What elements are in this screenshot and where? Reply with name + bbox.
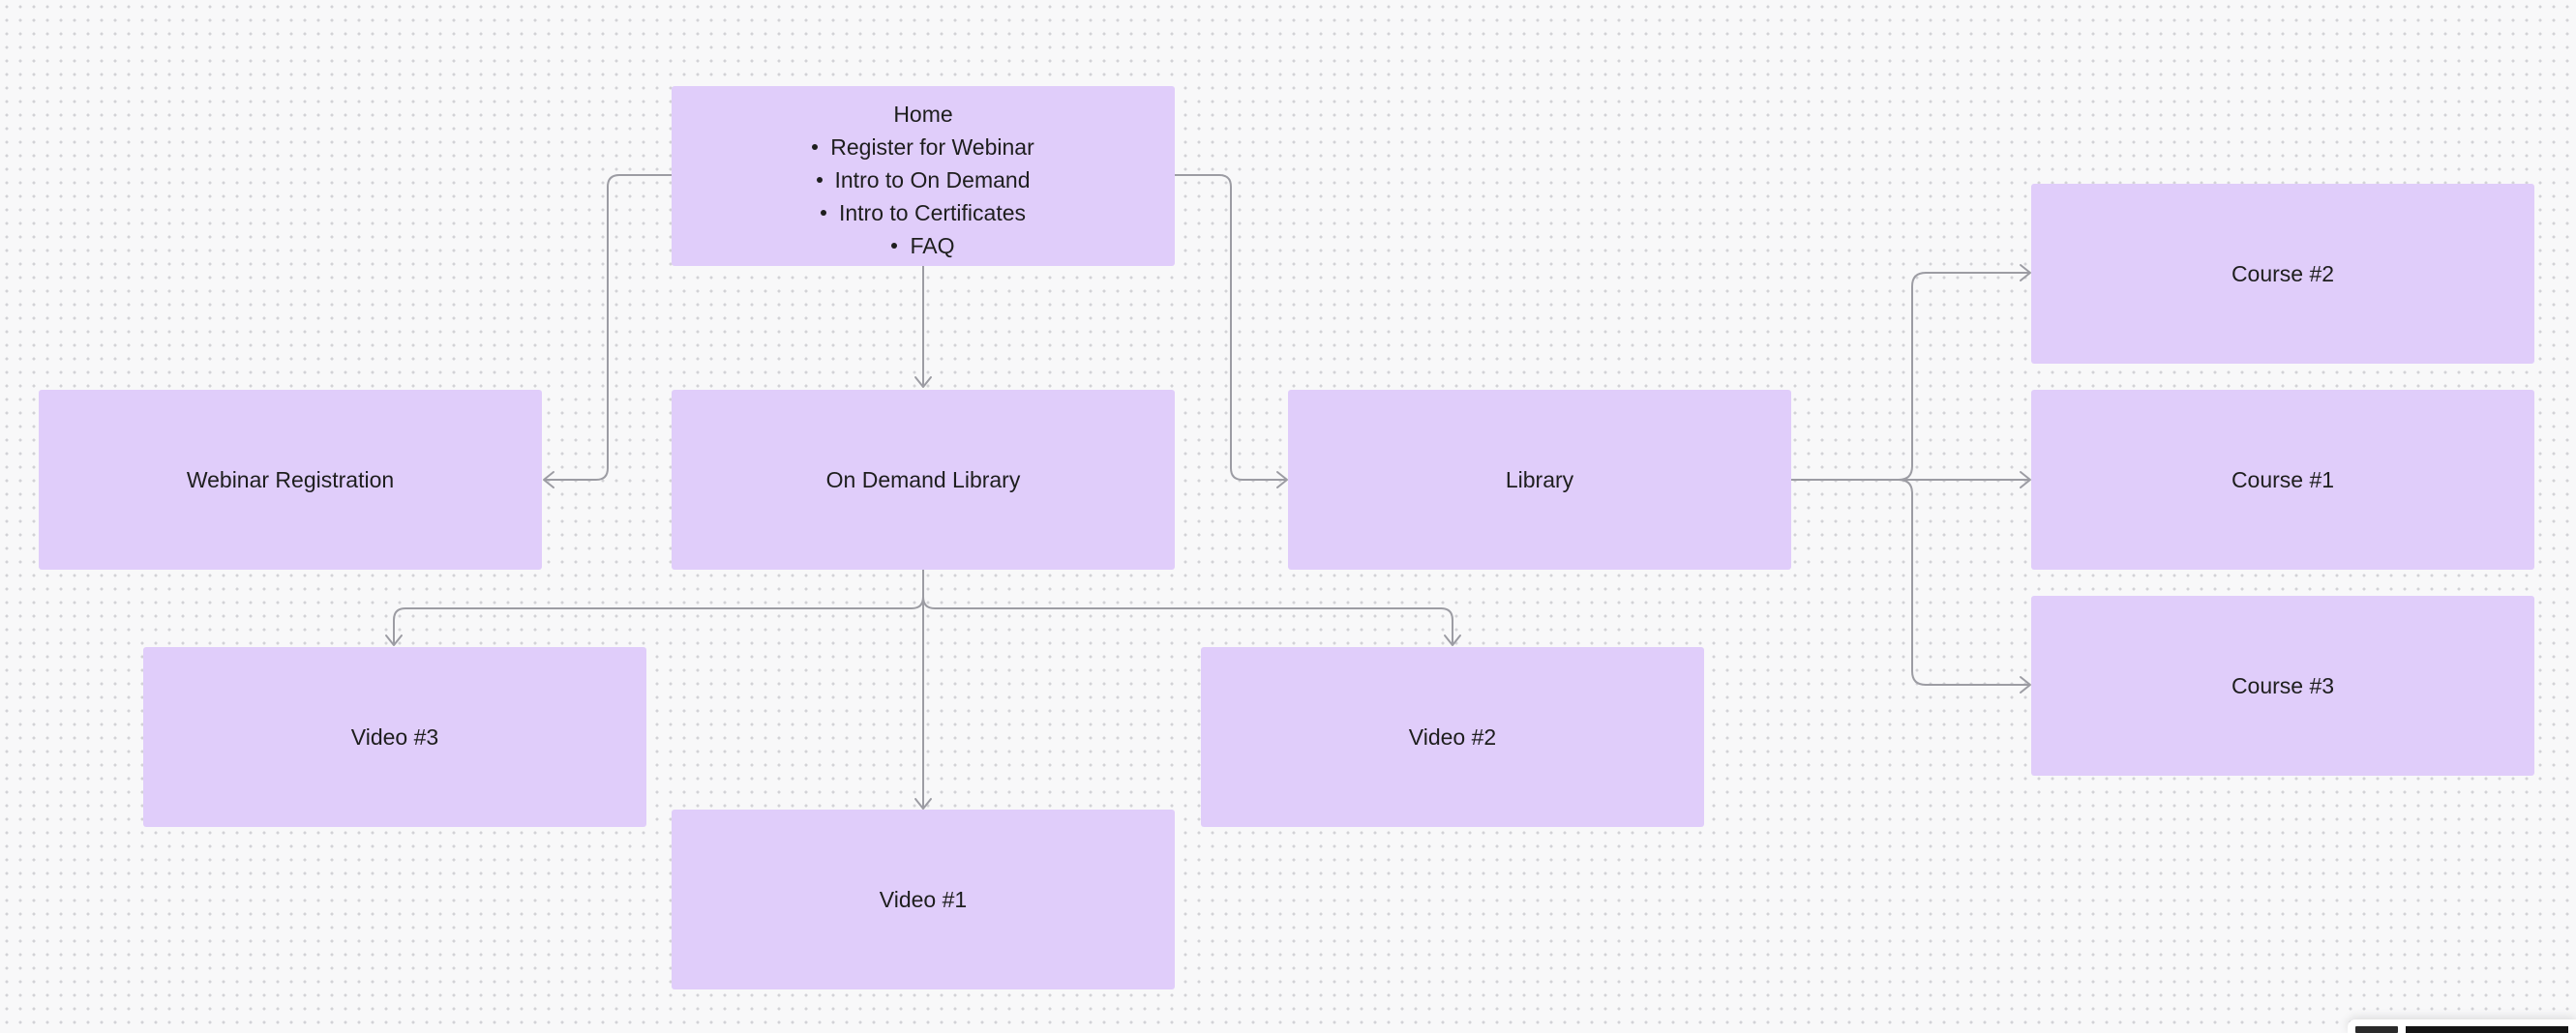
bullet-icon	[891, 243, 898, 249]
edge-library-to-course-3[interactable]	[1791, 479, 2031, 694]
minimap-preview	[2406, 1026, 2568, 1033]
edge-on-demand-library-to-video-3[interactable]	[385, 570, 924, 646]
node-label: Video #1	[879, 886, 968, 912]
node-label: Course #3	[2231, 672, 2335, 698]
bullet-icon	[812, 144, 819, 150]
node-label: On Demand Library	[825, 466, 1021, 492]
node-label: Video #3	[350, 723, 439, 750]
edge-on-demand-library-to-video-2[interactable]	[922, 570, 1461, 646]
node-video-3[interactable]: Video #3	[143, 647, 646, 827]
node-label: Library	[1505, 466, 1574, 492]
node-video-2[interactable]: Video #2	[1201, 647, 1704, 827]
home-item-intro-on-demand: Intro to On Demand	[834, 167, 1031, 192]
minimap[interactable]	[2348, 1019, 2576, 1033]
node-label: Course #1	[2231, 466, 2335, 492]
node-course-2[interactable]: Course #2	[2031, 184, 2534, 364]
home-item-intro-certificates: Intro to Certificates	[838, 200, 1027, 225]
node-home-title: Home	[893, 102, 953, 127]
edge-library-to-course-2[interactable]	[1791, 264, 2031, 481]
node-library[interactable]: Library	[1288, 390, 1791, 570]
home-list-item: Register for Webinar	[812, 131, 1034, 163]
node-label: Webinar Registration	[186, 466, 395, 492]
home-list-item: Intro to On Demand	[812, 163, 1034, 196]
home-list-item: Intro to Certificates	[812, 196, 1034, 229]
bullet-icon	[820, 210, 826, 216]
bullet-icon	[816, 177, 823, 183]
edge-home-to-webinar-registration[interactable]	[543, 174, 672, 488]
edge-home-to-on-demand-library[interactable]	[914, 266, 932, 388]
home-list-item: FAQ	[812, 229, 1034, 262]
home-bullet-list: Register for Webinar Intro to On Demand …	[812, 131, 1034, 262]
edge-home-to-library[interactable]	[1175, 174, 1288, 488]
minimap-viewport[interactable]	[2355, 1026, 2398, 1033]
node-video-1[interactable]: Video #1	[672, 810, 1175, 989]
node-home[interactable]: Home Register for Webinar Intro to On De…	[672, 86, 1175, 266]
node-webinar-registration[interactable]: Webinar Registration	[39, 390, 542, 570]
node-on-demand-library[interactable]: On Demand Library	[672, 390, 1175, 570]
node-label: Course #2	[2231, 260, 2335, 286]
node-label: Video #2	[1408, 723, 1497, 750]
home-item-register-webinar: Register for Webinar	[830, 134, 1034, 160]
home-item-faq: FAQ	[910, 233, 955, 258]
node-course-1[interactable]: Course #1	[2031, 390, 2534, 570]
node-course-3[interactable]: Course #3	[2031, 596, 2534, 776]
edge-on-demand-library-to-video-1[interactable]	[914, 570, 932, 810]
